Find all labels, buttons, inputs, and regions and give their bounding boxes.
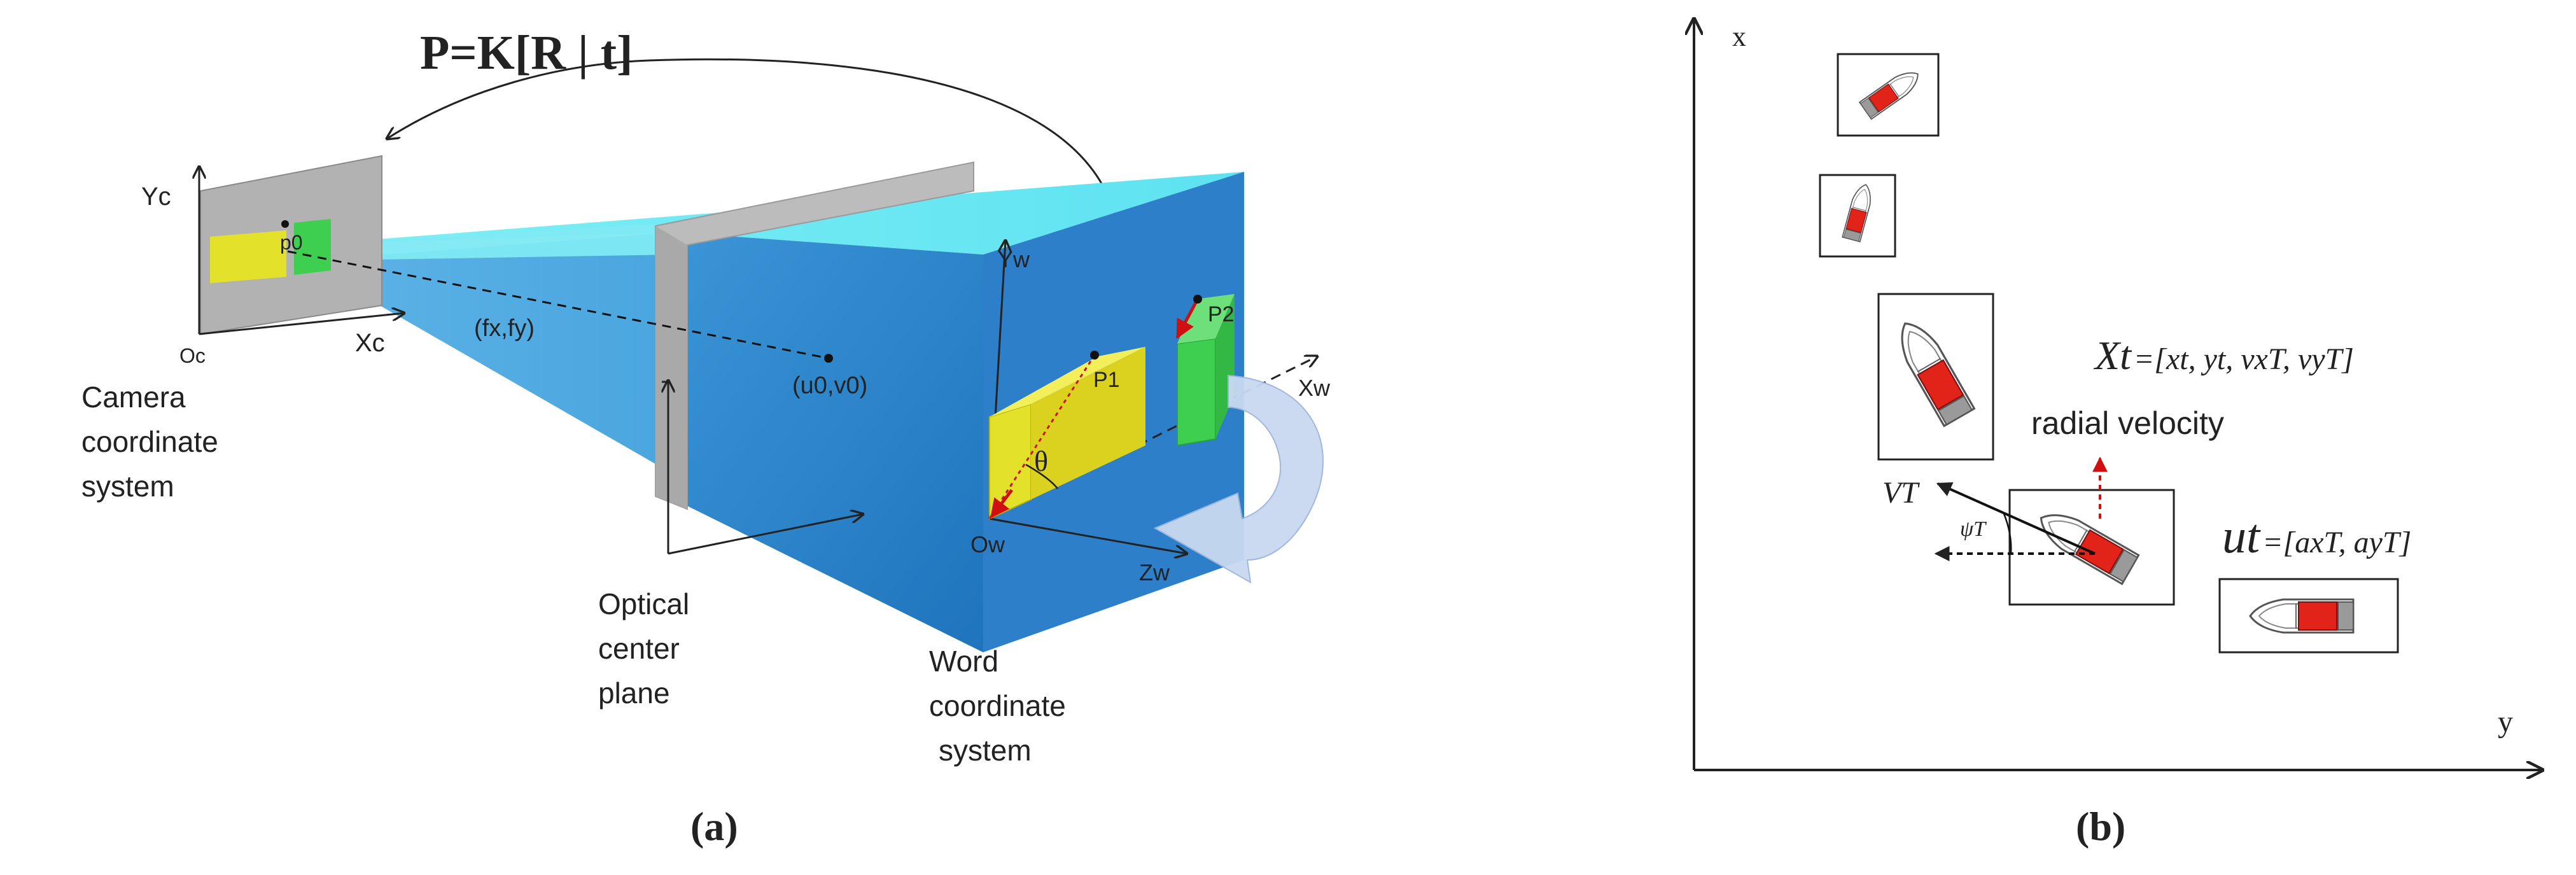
theta-label: θ [1034, 445, 1048, 477]
caption-a: (a) [690, 804, 738, 849]
b-y-label: y [2498, 705, 2513, 739]
principal-point [824, 354, 833, 363]
camera-green-patch [294, 219, 331, 275]
state-vector: =[xt, yt, vxT, vyT] [2134, 342, 2354, 376]
camera-origin-label: Oc [179, 344, 206, 367]
box-p2-front [1177, 337, 1216, 447]
panel-a: P=K[R | t] Yc Xc Oc p0 (u0,v0) (fx,fy) [81, 26, 1331, 849]
velocity-label: VT [1882, 476, 1920, 510]
caption-b: (b) [2076, 804, 2125, 849]
panel-b: x y VT ψT radial velocity [1694, 19, 2542, 849]
p1-point [1090, 351, 1099, 360]
boat-5 [2218, 578, 2399, 654]
frustum-front [675, 232, 983, 652]
world-origin-label: Ow [970, 531, 1005, 557]
box-p1-front [989, 403, 1032, 520]
b-x-label: x [1732, 21, 1746, 52]
principal-point-label: (u0,v0) [792, 372, 867, 399]
frustum-bottom [302, 232, 983, 652]
state-label: Xt [2093, 333, 2132, 378]
p2-label: P2 [1208, 302, 1235, 326]
world-x-label: Xw [1298, 375, 1331, 401]
camera-x-axis [199, 313, 404, 335]
camera-y-label: Yc [141, 183, 171, 211]
camera-system-title: Camera coordinate system [81, 381, 227, 503]
boat-3 [1877, 293, 1994, 461]
focal-label: (fx,fy) [474, 315, 535, 342]
world-system-title: Word coordinate system [929, 645, 1074, 767]
frustum-tip [302, 223, 675, 261]
heading-arc [2002, 512, 2012, 554]
heading-label: ψT [1960, 517, 1987, 541]
p1-label: P1 [1093, 368, 1120, 392]
radial-velocity-label: radial velocity [2031, 405, 2224, 441]
theta-arc [1025, 463, 1058, 489]
boat-2 [1819, 174, 1896, 258]
p2-point [1193, 295, 1202, 304]
camera-plane [200, 155, 382, 335]
control-equation: ut =[axT, ayT] [2222, 510, 2411, 563]
state-equation: Xt =[xt, yt, vxT, vyT] [2093, 333, 2354, 378]
box-p1-top [990, 347, 1145, 417]
p1-red-arrow [990, 489, 1013, 519]
control-label: ut [2222, 510, 2261, 563]
velocity-arrow [1936, 482, 2096, 555]
box-p1-side [1031, 347, 1145, 500]
boat-4 [2008, 489, 2175, 606]
frustum-pointer [668, 514, 863, 555]
camera-yellow-patch [210, 230, 286, 283]
world-z-axis [989, 517, 1187, 554]
optical-axis [287, 250, 829, 360]
optical-plane-edge [655, 226, 687, 509]
boat-1 [1837, 53, 1940, 137]
optical-plane-title: Optical center plane [598, 587, 697, 710]
projection-equation: P=K[R | t] [420, 26, 633, 80]
rotation-arrow [1153, 374, 1324, 584]
projection-arc [387, 58, 1121, 255]
p1-ray [988, 354, 1096, 519]
p0-label: p0 [280, 231, 303, 254]
world-y-label: Yw [998, 246, 1030, 272]
camera-x-label: Xc [355, 329, 385, 357]
p0-point [281, 220, 289, 228]
p2-red-arrow [1175, 298, 1200, 339]
world-z-label: Zw [1139, 559, 1170, 585]
control-vector: =[axT, ayT] [2262, 526, 2411, 559]
